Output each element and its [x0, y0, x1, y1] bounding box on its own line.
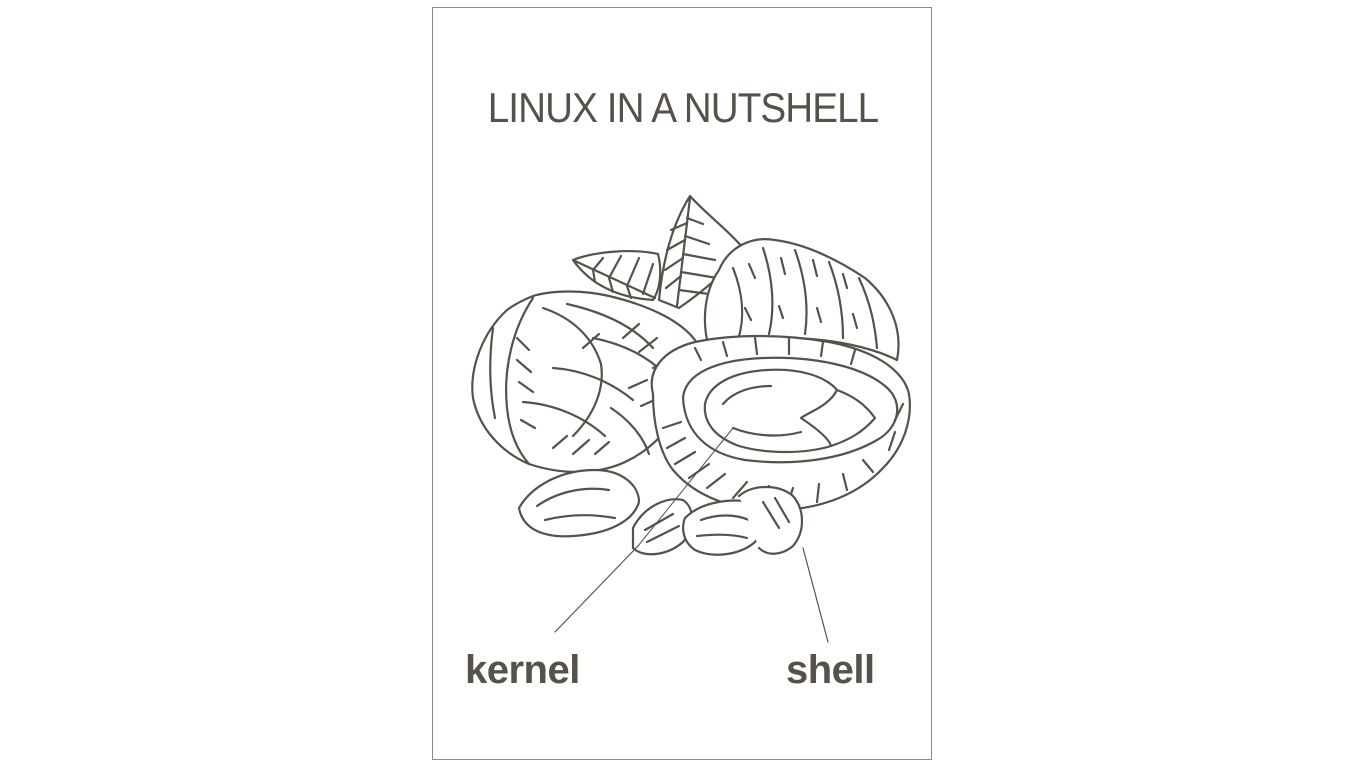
leaf-center: [657, 194, 745, 310]
kernel-pointer-line-inner: [637, 427, 734, 547]
walnut-left: [471, 290, 702, 473]
label-kernel: kernel: [465, 648, 580, 692]
poster: LINUX IN A NUTSHELL: [432, 7, 932, 760]
walnut-illustration: [471, 194, 911, 643]
kernel-pointer-line: [554, 545, 639, 633]
kernel-pieces: [517, 468, 804, 556]
label-shell: shell: [786, 648, 875, 692]
leaf-left: [571, 250, 662, 302]
poster-title: LINUX IN A NUTSHELL: [487, 84, 879, 131]
walnut-half: [650, 334, 911, 512]
shell-pointer-line: [802, 547, 829, 643]
walnut-top-right: [703, 238, 900, 362]
